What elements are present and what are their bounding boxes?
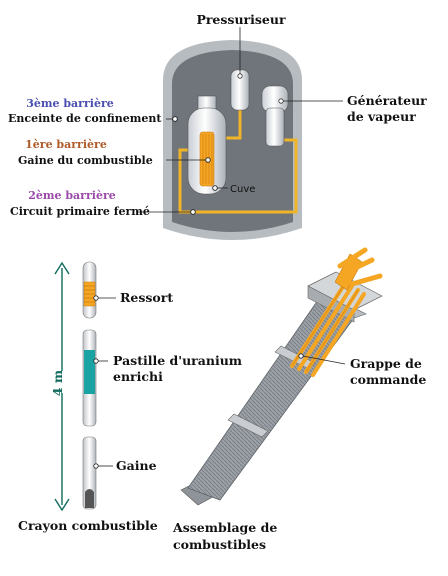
b2-text: Circuit primaire fermé (10, 205, 150, 218)
rod-length-label: 4 m (50, 370, 65, 396)
gaine-label: Gaine (116, 458, 157, 473)
cuve-label: Cuve (230, 184, 255, 195)
rod-middle-segment (82, 329, 97, 427)
grappe-label-2: commande (350, 372, 426, 387)
pressuriseur-label: Pressuriseur (196, 12, 286, 27)
rod-caption: Crayon combustible (18, 518, 158, 533)
assembly-caption-1: Assemblage de (172, 520, 277, 535)
b2-title: 2ème barrière (28, 189, 116, 202)
b1-title: 1ère barrière (25, 138, 107, 151)
ressort-label: Ressort (120, 290, 173, 305)
primary-circuit-pipe (178, 110, 298, 214)
b3-text: Enceinte de confinement (8, 112, 162, 125)
grappe-label-1: Grappe de (350, 356, 422, 371)
steam-generator (261, 85, 289, 147)
rod-top-segment (82, 261, 97, 319)
pressuriser-vessel (230, 69, 250, 111)
rod-bottom-segment (82, 436, 97, 510)
generateur-label-2: de vapeur (347, 109, 416, 124)
pastille-label-2: enrichi (113, 369, 163, 384)
assembly-caption-2: combustibles (173, 537, 266, 552)
b3-title: 3ème barrière (26, 97, 114, 110)
pastille-label-1: Pastille d'uranium (113, 353, 242, 368)
fuel-assembly (180, 247, 383, 506)
generateur-label-1: Générateur (347, 93, 427, 108)
b1-text: Gaine du combustible (18, 154, 153, 167)
